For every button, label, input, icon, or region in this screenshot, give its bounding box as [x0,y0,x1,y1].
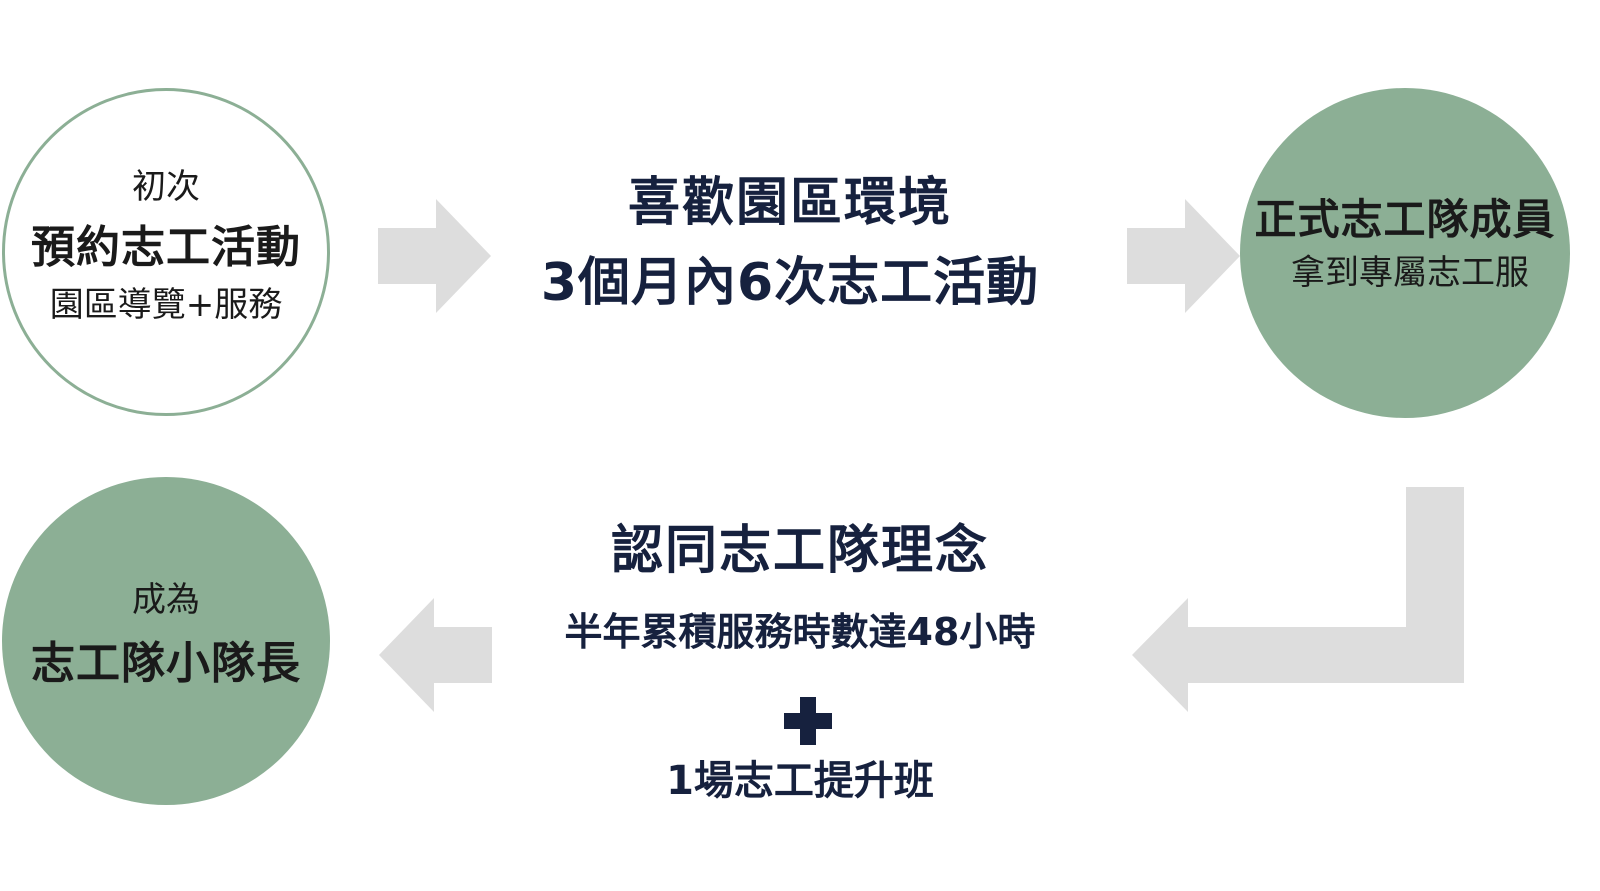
requirement-one-line2: 3個月內6次志工活動 [540,253,1040,313]
arrow-left-icon [379,598,492,712]
requirement-two-line2: 半年累積服務時數達48小時 [564,610,1036,654]
step-member-title: 正式志工隊成員 [1254,194,1556,244]
step-first-title: 預約志工活動 [31,222,301,274]
arrow-right-icon [1127,199,1240,313]
arrow-turn-down-left-icon [1132,487,1464,712]
step-first-pre-label: 初次 [132,166,200,207]
step-leader-title: 志工隊小隊長 [31,637,301,689]
plus-icon [784,697,832,745]
step-first-detail: 園區導覽+服務 [49,284,283,325]
step-first-circle: 初次 預約志工活動 園區導覽+服務 [2,88,330,416]
step-member-detail: 拿到專屬志工服 [1291,253,1529,294]
step-member-circle: 正式志工隊成員 拿到專屬志工服 [1240,88,1570,418]
requirement-two-line3: 1場志工提升班 [666,758,934,804]
requirement-one-line1: 喜歡園區環境 [627,173,952,233]
arrow-right-icon [378,199,491,313]
step-leader-pre-label: 成為 [132,580,200,620]
step-leader-circle: 成為 志工隊小隊長 [2,477,330,805]
requirement-two-line1: 認同志工隊理念 [610,521,989,581]
